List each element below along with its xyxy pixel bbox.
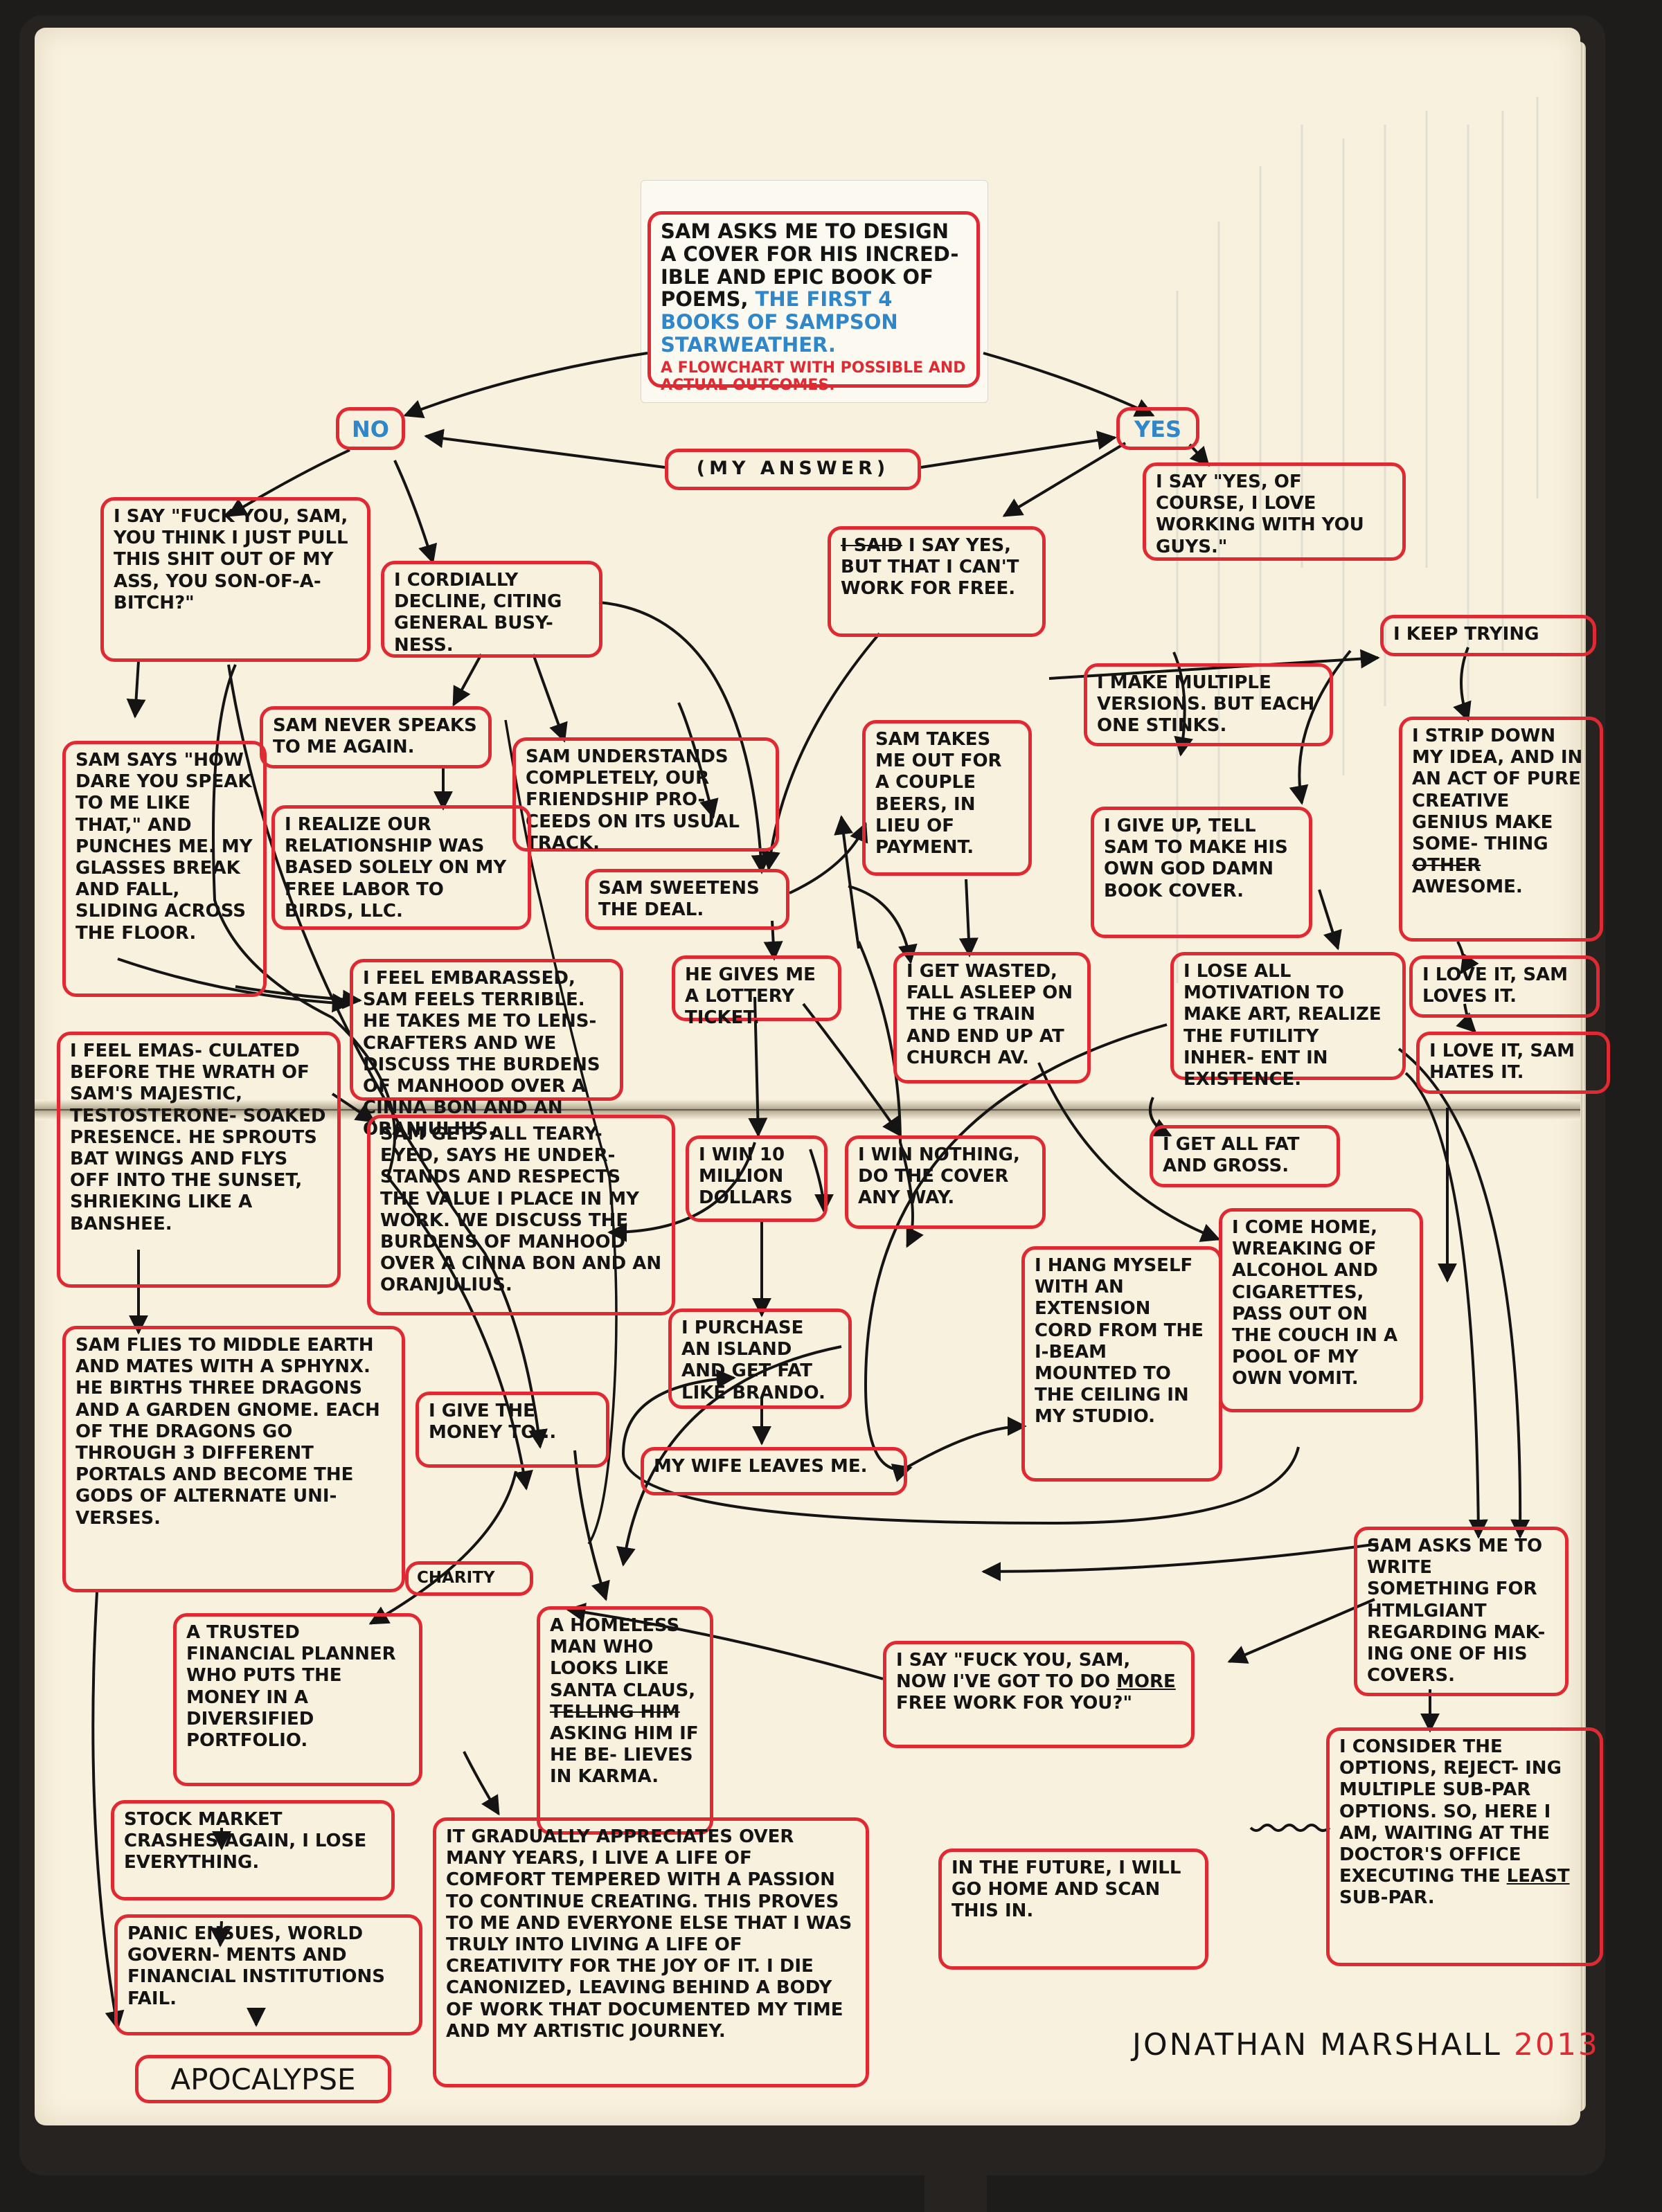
node-island: I PURCHASE AN ISLAND AND GET FAT LIKE BR… <box>668 1309 852 1409</box>
flowchart-subtitle: A FLOWCHART WITH POSSIBLE AND ACTUAL OUT… <box>661 359 966 394</box>
node-strip-down-end: AWESOME. <box>1412 876 1523 898</box>
node-future: IN THE FUTURE, I WILL GO HOME AND SCAN T… <box>938 1849 1208 1970</box>
node-yes-but: I SAID I SAY YES, BUT THAT I CAN'T WORK … <box>828 526 1046 637</box>
node-consider-options: I CONSIDER THE OPTIONS, REJECT- ING MULT… <box>1326 1727 1603 1966</box>
node-sweetens: SAM SWEETENS THE DEAL. <box>585 869 789 930</box>
node-homeless: A HOMELESS MAN WHO LOOKS LIKE SANTA CLAU… <box>537 1606 713 1835</box>
book-title: THE FIRST 4 BOOKS OF SAMPSON STARWEATHER… <box>661 287 898 357</box>
node-my-answer: (MY ANSWER) <box>665 449 921 490</box>
node-emasculated: I FEEL EMAS- CULATED BEFORE THE WRATH OF… <box>57 1032 341 1288</box>
node-wasted: I GET WASTED, FALL ASLEEP ON THE G TRAIN… <box>893 952 1091 1083</box>
node-strip-down: I STRIP DOWN MY IDEA, AND IN AN ACT OF P… <box>1399 717 1603 942</box>
squiggle-connector <box>1249 1824 1331 1832</box>
node-love-hates: I LOVE IT, SAM HATES IT. <box>1416 1032 1610 1094</box>
title-box: SAM ASKS ME TO DESIGN A COVER FOR HIS IN… <box>647 211 980 394</box>
node-keep-trying: I KEEP TRYING <box>1380 615 1596 656</box>
node-come-home: I COME HOME, WREAKING OF ALCOHOL AND CIG… <box>1219 1208 1423 1412</box>
node-sam-understands: SAM UNDERSTANDS COMPLETELY, OUR FRIENDSH… <box>512 737 779 854</box>
node-appreciates: IT GRADUALLY APPRECIATES OVER MANY YEARS… <box>433 1817 869 2087</box>
node-embarassed: I FEEL EMBARASSED, SAM FEELS TERRIBLE. H… <box>350 959 623 1140</box>
struck-text: TELLING HIM <box>550 1701 680 1723</box>
node-cordially-decline: I CORDIALLY DECLINE, CITING GENERAL BUSY… <box>381 561 602 658</box>
node-more-work-text: I SAY "FUCK YOU, SAM, NOW I'VE GOT TO DO <box>896 1650 1131 1693</box>
node-win-million: I WIN 10 MILLION DOLLARS <box>686 1135 828 1222</box>
page-gutter <box>35 1099 1580 1120</box>
node-consider-text: I CONSIDER THE OPTIONS, REJECT- ING MULT… <box>1339 1736 1562 1887</box>
node-middle-earth: SAM FLIES TO MIDDLE EARTH AND MATES WITH… <box>62 1326 405 1592</box>
node-give-money: I GIVE THE MONEY TO... <box>416 1392 609 1468</box>
signature-name: JONATHAN MARSHALL <box>1132 2027 1502 2062</box>
node-panic: PANIC ENSUES, WORLD GOVERN- MENTS AND FI… <box>114 1914 422 2035</box>
node-never-speaks: SAM NEVER SPEAKS TO ME AGAIN. <box>260 706 492 768</box>
node-no: NO <box>336 407 405 450</box>
node-planner: A TRUSTED FINANCIAL PLANNER WHO PUTS THE… <box>173 1613 422 1786</box>
bleed-through-text <box>1176 97 1539 983</box>
signature: JONATHAN MARSHALL 2013 <box>1132 2027 1600 2062</box>
node-more-work: I SAY "FUCK YOU, SAM, NOW I'VE GOT TO DO… <box>883 1641 1195 1748</box>
node-htmlgiant: SAM ASKS ME TO WRITE SOMETHING FOR HTMLG… <box>1354 1527 1569 1696</box>
node-stock-market: STOCK MARKET CRASHES AGAIN, I LOSE EVERY… <box>111 1800 395 1900</box>
node-wife-leaves: MY WIFE LEAVES ME. <box>641 1447 907 1495</box>
node-lottery: HE GIVES ME A LOTTERY TICKET. <box>672 955 841 1028</box>
node-give-up: I GIVE UP, TELL SAM TO MAKE HIS OWN GOD … <box>1091 807 1312 938</box>
node-homeless-text: A HOMELESS MAN WHO LOOKS LIKE SANTA CLAU… <box>550 1615 696 1701</box>
node-more-work-end: FREE WORK FOR YOU?" <box>896 1693 1133 1714</box>
underlined-word: MORE <box>1116 1671 1176 1693</box>
node-lose-motivation: I LOSE ALL MOTIVATION TO MAKE ART, REALI… <box>1170 952 1406 1090</box>
node-sam-says: SAM SAYS "HOW DARE YOU SPEAK TO ME LIKE … <box>62 741 267 997</box>
node-multiple-versions: I MAKE MULTIPLE VERSIONS. BUT EACH ONE S… <box>1084 663 1333 746</box>
struck-text: I SAID <box>841 535 902 556</box>
tape-strip <box>641 180 988 403</box>
node-consider-end: SUB-PAR. <box>1339 1887 1435 1909</box>
node-of-course: I SAY "YES, OF COURSE, I LOVE WORKING WI… <box>1143 462 1406 561</box>
node-love-loves: I LOVE IT, SAM LOVES IT. <box>1409 955 1600 1018</box>
node-fat-gross: I GET ALL FAT AND GROSS. <box>1150 1125 1340 1187</box>
node-realize-relationship: I REALIZE OUR RELATIONSHIP WAS BASED SOL… <box>271 805 531 930</box>
struck-text: OTHER <box>1412 855 1481 876</box>
node-yes: YES <box>1116 407 1199 450</box>
node-charity: CHARITY <box>405 1561 533 1596</box>
bookmark-strap <box>924 2167 987 2212</box>
node-strip-down-text: I STRIP DOWN MY IDEA, AND IN AN ACT OF P… <box>1412 726 1583 854</box>
node-hang-myself: I HANG MYSELF WITH AN EXTENSION CORD FRO… <box>1021 1246 1222 1482</box>
node-fuck-you: I SAY "FUCK YOU, SAM, YOU THINK I JUST P… <box>100 497 370 662</box>
node-yes-but-text: I SAY YES, BUT THAT I CAN'T WORK FOR FRE… <box>841 535 1019 600</box>
node-homeless-end: ASKING HIM IF HE BE- LIEVES IN KARMA. <box>550 1723 699 1788</box>
underlined-word: LEAST <box>1506 1866 1570 1887</box>
signature-year: 2013 <box>1513 2027 1600 2062</box>
node-teary-eyed: SAM GETS ALL TEARY- EYED, SAYS HE UNDER-… <box>367 1115 675 1315</box>
node-beers: SAM TAKES ME OUT FOR A COUPLE BEERS, IN … <box>862 720 1032 876</box>
node-apocalypse: APOCALYPSE <box>135 2055 391 2103</box>
node-win-nothing: I WIN NOTHING, DO THE COVER ANY WAY. <box>845 1135 1046 1229</box>
title-text: SAM ASKS ME TO DESIGN A COVER FOR HIS IN… <box>661 219 959 312</box>
